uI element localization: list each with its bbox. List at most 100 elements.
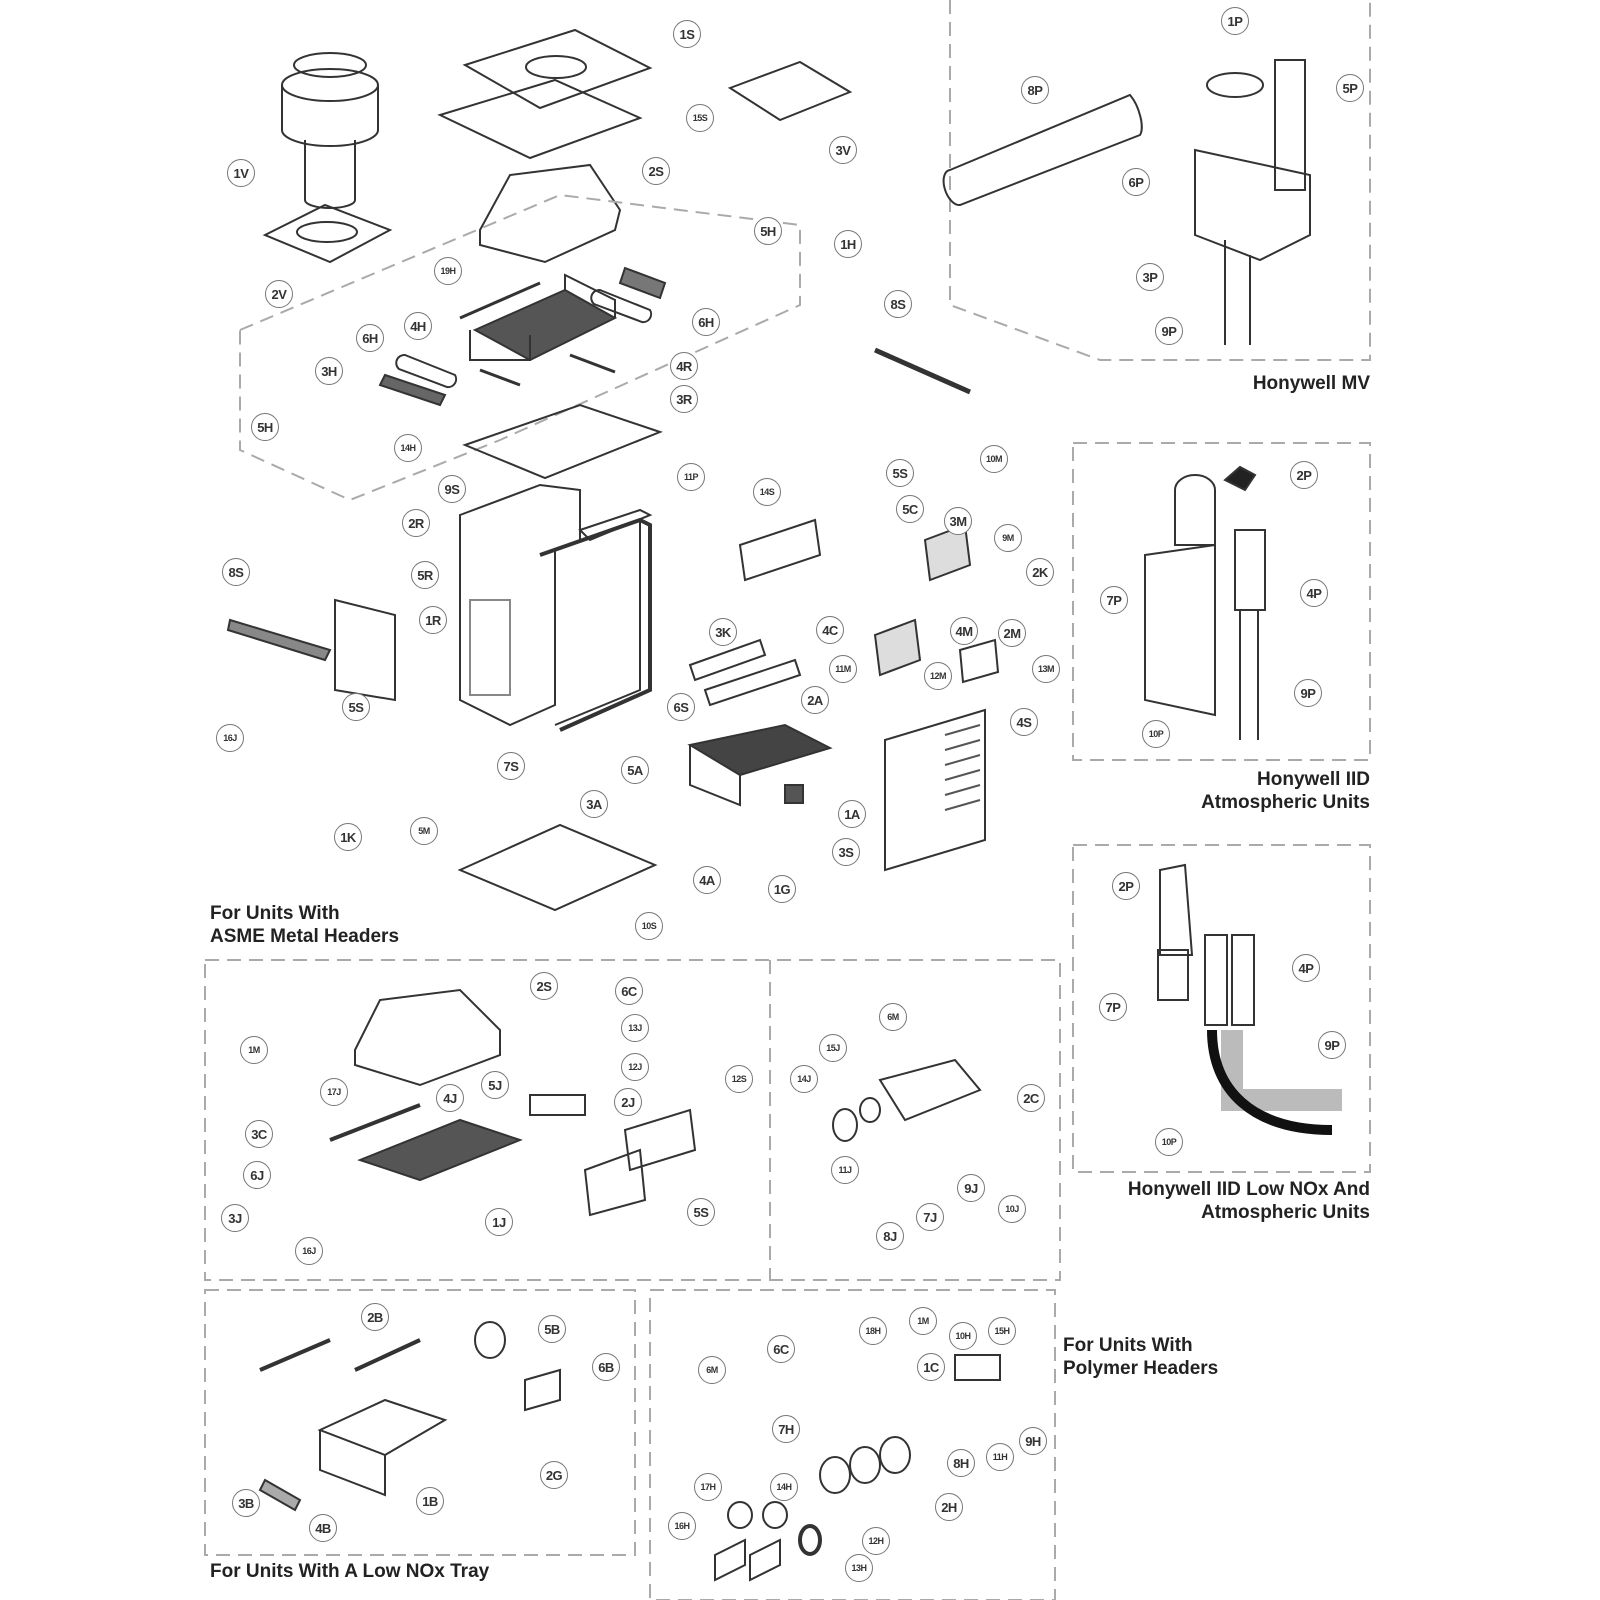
front-door-part [884,708,986,872]
draft-hood-part [479,163,622,264]
callout-1r: 1R [419,606,447,634]
callout-5p: 5P [1336,74,1364,102]
callout-19h: 19H [434,257,462,285]
callout-14s: 14S [753,478,781,506]
pilot-iid-atm-part [1144,465,1266,740]
callout-1m: 1M [240,1036,268,1064]
caption-line: For Units With [210,903,340,924]
callout-3m: 3M [944,507,972,535]
callout-9p: 9P [1155,317,1183,345]
vent-plate-part [262,203,393,264]
callout-4p: 4P [1292,954,1320,982]
callout-8h: 8H [947,1449,975,1477]
callout-11h: 11H [986,1443,1014,1471]
callout-1g: 1G [768,875,796,903]
callout-7p: 7P [1100,586,1128,614]
callout-7h: 7H [772,1415,800,1443]
callout-2m: 2M [998,619,1026,647]
callout-12j: 12J [621,1053,649,1081]
tray-3r-part [462,403,663,480]
base-10s-part [457,823,658,912]
callout-9j: 9J [957,1174,985,1202]
callout-14h: 14H [394,434,422,462]
callout-2c: 2C [1017,1084,1045,1112]
callout-1h: 1H [834,230,862,258]
vent-cap-part [281,52,379,209]
callout-3p: 3P [1136,263,1164,291]
callout-6b: 6B [592,1353,620,1381]
caption-honywell-iid-lownox: Honywell IID Low NOx And Atmospheric Uni… [1080,1178,1370,1224]
pilot-mv-part [942,59,1311,345]
callout-6c: 6C [767,1335,795,1363]
callout-3h: 3H [315,357,343,385]
callout-12h: 12H [862,1527,890,1555]
caption-line: Atmospheric Units [1201,1202,1370,1223]
callout-1j: 1J [485,1208,513,1236]
callout-6j: 6J [243,1161,271,1189]
callout-7p: 7P [1099,993,1127,1021]
callout-2s: 2S [642,157,670,185]
callout-6c: 6C [615,977,643,1005]
callout-15h: 15H [988,1317,1016,1345]
caption-line: Atmospheric Units [1201,792,1370,813]
callout-18h: 18H [859,1317,887,1345]
callout-4a: 4A [693,866,721,894]
callout-14h: 14H [770,1473,798,1501]
callout-2j: 2J [614,1088,642,1116]
caption-line: Polymer Headers [1063,1358,1219,1379]
callout-5b: 5B [538,1315,566,1343]
callout-16j: 16J [295,1237,323,1265]
callout-17h: 17H [694,1473,722,1501]
heat-exchanger-part [469,273,618,362]
callout-4p: 4P [1300,579,1328,607]
callout-11m: 11M [829,655,857,683]
callout-10p: 10P [1155,1128,1183,1156]
callout-5s: 5S [342,693,370,721]
callout-2b: 2B [361,1303,389,1331]
callout-8p: 8P [1021,76,1049,104]
callout-7s: 7S [497,752,525,780]
callout-14j: 14J [790,1065,818,1093]
callout-4r: 4R [670,352,698,380]
callout-3c: 3C [245,1120,273,1148]
callout-5m: 5M [410,817,438,845]
callout-2p: 2P [1290,461,1318,489]
callout-3a: 3A [580,790,608,818]
callout-16h: 16H [668,1512,696,1540]
callout-1a: 1A [838,800,866,828]
callout-9p: 9P [1294,679,1322,707]
callout-4h: 4H [404,312,432,340]
top-grill-part [437,28,653,160]
callout-11j: 11J [831,1156,859,1184]
callout-2p: 2P [1112,872,1140,900]
callout-6m: 6M [698,1356,726,1384]
callout-15s: 15S [686,104,714,132]
callout-8s: 8S [884,290,912,318]
callout-5r: 5R [411,561,439,589]
callout-8j: 8J [876,1222,904,1250]
caption-line: ASME Metal Headers [210,926,400,947]
callout-1v: 1V [227,159,255,187]
callout-15j: 15J [819,1034,847,1062]
callout-5c: 5C [896,495,924,523]
callout-3j: 3J [221,1204,249,1232]
callout-1b: 1B [416,1487,444,1515]
pilot-iid-lownox-part [1157,863,1342,1135]
callout-12m: 12M [924,662,952,690]
caption-asme-metal-headers: For Units With ASME Metal Headers [210,902,510,948]
callout-17j: 17J [320,1078,348,1106]
callout-10h: 10H [949,1322,977,1350]
callout-5a: 5A [621,756,649,784]
callout-10j: 10J [998,1195,1026,1223]
callout-6p: 6P [1122,168,1150,196]
callout-1s: 1S [673,20,701,48]
callout-2r: 2R [402,509,430,537]
callout-4b: 4B [309,1514,337,1542]
callout-6h: 6H [356,324,384,352]
caption-low-nox-tray: For Units With A Low NOx Tray [210,1561,490,1582]
callout-5s: 5S [886,459,914,487]
callout-6m: 6M [879,1003,907,1031]
callout-2g: 2G [540,1461,568,1489]
caption-line: For Units With [1063,1335,1193,1356]
callout-1c: 1C [917,1353,945,1381]
